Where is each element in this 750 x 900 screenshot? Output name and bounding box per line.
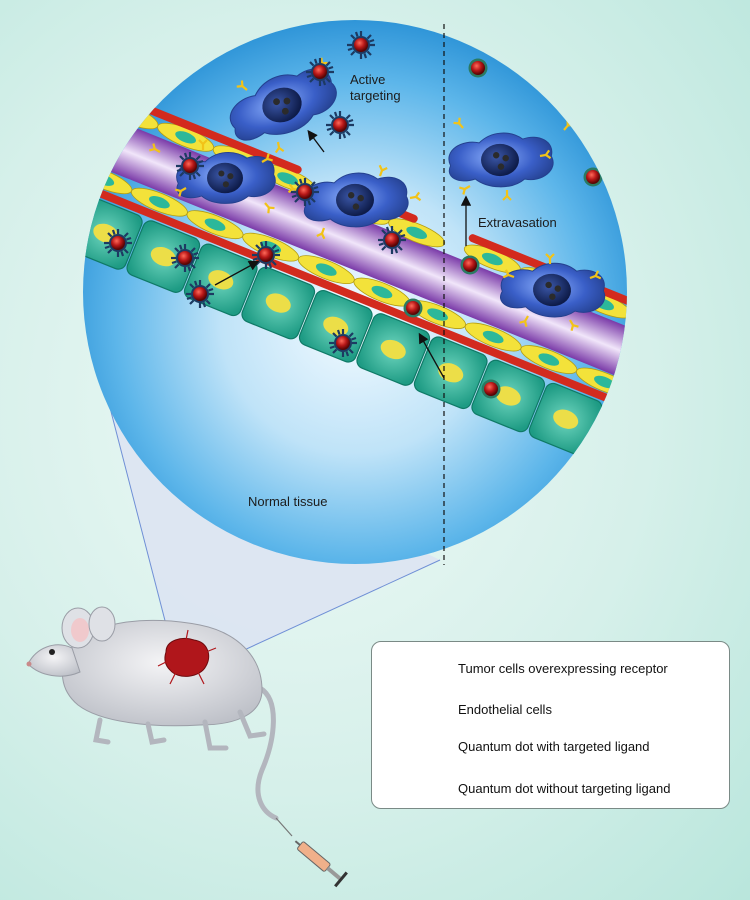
label-normal-tissue: Normal tissue xyxy=(248,494,328,509)
vessel-wall-lower xyxy=(83,145,627,435)
legend-tumor-cells: Tumor cells overexpressing receptor xyxy=(458,661,668,676)
legend-qd-without-ligand: Quantum dot without targeting ligand xyxy=(458,781,671,796)
tumor-icon xyxy=(157,629,217,685)
legend-endothelial-cells: Endothelial cells xyxy=(458,702,552,717)
mouse-icon xyxy=(26,606,279,821)
legend-box: Tumor cells overexpressing receptor Endo… xyxy=(371,641,730,809)
syringe-icon xyxy=(275,817,348,888)
label-extravasation: Extravasation xyxy=(478,215,557,230)
vessel-lumen xyxy=(83,79,627,411)
label-active-targeting: Active targeting xyxy=(350,72,401,103)
legend-qd-with-ligand: Quantum dot with targeted ligand xyxy=(458,739,650,754)
arrows xyxy=(214,129,472,379)
